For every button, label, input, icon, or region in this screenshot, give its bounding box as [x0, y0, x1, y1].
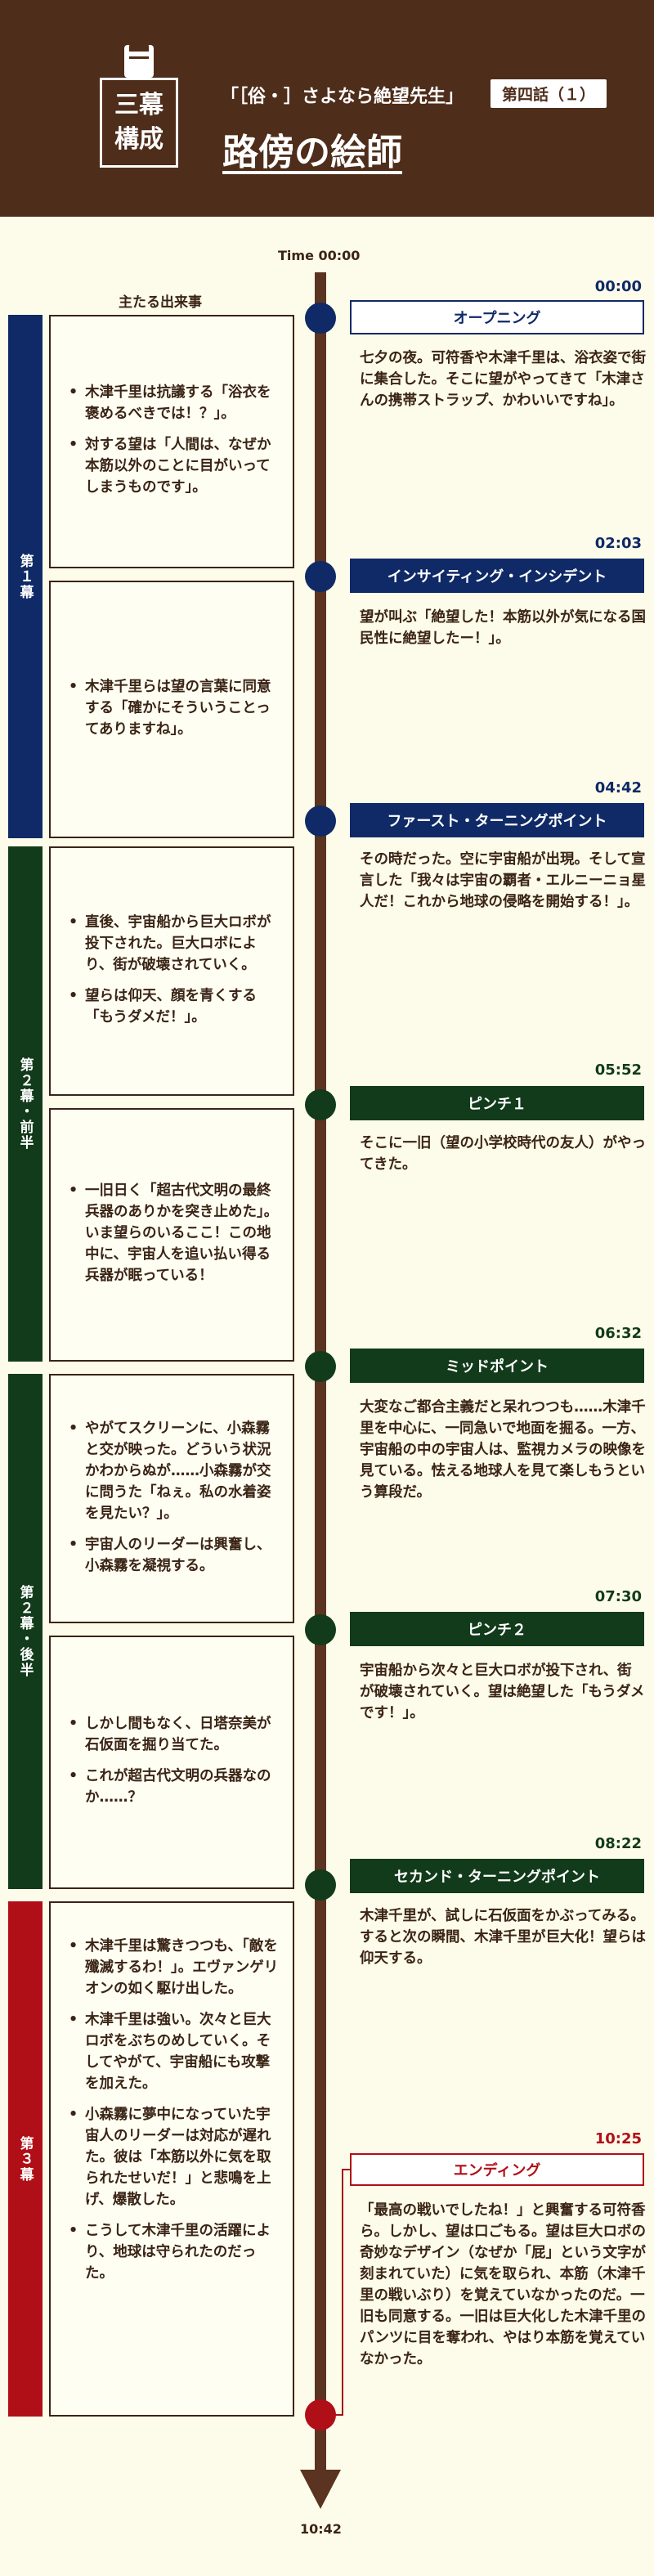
- event-item: しかし間もなく、日塔奈美が石仮面を掘り当てた。: [64, 1713, 281, 1756]
- event-item: 木津千里は驚きつつも、「敵を殲滅するわ！」。エヴァンゲリオンの如く駆け出した。: [64, 1936, 281, 1999]
- beat-description: 木津千里が、試しに石仮面をかぶってみる。すると次の瞬間、木津千里が巨大化！望らは…: [360, 1908, 646, 1967]
- ending-connector-h2: [332, 2414, 343, 2416]
- event-item: 望らは仰天、顔を青くする「もうダメだ！」。: [64, 985, 281, 1028]
- event-item: 木津千里は強い。次々と巨大ロボをぶちのめしていく。そしてやがて、宇宙船にも攻撃を…: [64, 2009, 281, 2094]
- event-item: これが超古代文明の兵器なのか……？: [64, 1766, 281, 1808]
- beat-time: 10:25: [594, 2130, 642, 2147]
- timeline-dot: [305, 1614, 336, 1645]
- beat-label-inciting-incident: インサイティング・インシデント: [350, 559, 644, 593]
- beat-description: 望が叫ぶ「絶望した！本筋以外が気になる国民性に絶望したー！」。: [360, 609, 646, 647]
- timeline-dot: [305, 303, 336, 334]
- event-item: 宇宙人のリーダーは興奮し、小森霧を凝視する。: [64, 1534, 281, 1577]
- beat-label-ending: エンディング: [350, 2153, 644, 2186]
- logo-line-2: 構成: [114, 125, 164, 154]
- ending-connector-h1: [342, 2169, 352, 2170]
- episode-badge: 第四話（１）: [490, 79, 607, 108]
- act-2a-bar: 第２幕・前半: [8, 846, 43, 1362]
- event-box-2: 木津千里らは望の言葉に同意する「確かにそういうことってありますね」。: [49, 581, 294, 838]
- beat-label-midpoint: ミッドポイント: [350, 1349, 644, 1383]
- timeline-start-label: Time 00:00: [278, 248, 361, 263]
- timeline-dot: [305, 1869, 336, 1901]
- timeline-dot: [305, 2399, 336, 2430]
- episode-subtitle: 路傍の絵師: [222, 132, 402, 173]
- event-box-6: しかし間もなく、日塔奈美が石仮面を掘り当てた。 これが超古代文明の兵器なのか………: [49, 1636, 294, 1889]
- event-item: 小森霧に夢中になっていた宇宙人のリーダーは対応が遅れた。彼は「本筋以外に気を取ら…: [64, 2104, 281, 2210]
- beat-time: 07:30: [594, 1588, 642, 1605]
- beat-label-first-turning-point: ファースト・ターニングポイント: [350, 803, 644, 837]
- timeline-end-label: 10:42: [300, 2521, 342, 2537]
- beat-time: 02:03: [594, 535, 642, 552]
- event-box-4: 一旧日く「超古代文明の最終兵器のありかを突き止めた」。いま望らのいるここ！この地…: [49, 1108, 294, 1362]
- beat-description: 「最高の戦いでしたね！」と興奮する可符香ら。しかし、望は口ごもる。望は巨大ロボの…: [360, 2202, 646, 2367]
- sensei-face-icon: [124, 42, 154, 78]
- timeline-dot: [305, 1351, 336, 1382]
- header-banner: 三幕 構成 「［俗・］さよなら絶望先生」 第四話（１） 路傍の絵師: [0, 0, 654, 217]
- beat-description: そこに一旧（望の小学校時代の友人）がやってきた。: [360, 1135, 646, 1173]
- beat-description: 七夕の夜。可符香や木津千里は、浴衣姿で街に集合した。そこに望がやってきて「木津さ…: [360, 350, 646, 409]
- beat-label-second-turning-point: セカンド・ターニングポイント: [350, 1859, 644, 1893]
- event-item: 直後、宇宙船から巨大ロボが投下された。巨大ロボにより、街が破壊されていく。: [64, 912, 281, 976]
- timeline-dot: [305, 561, 336, 592]
- event-item: 対する望は「人間は、なぜか本筋以外のことに目がいってしまうものです」。: [64, 434, 281, 498]
- event-item: こうして木津千里の活躍により、地球は守られたのだった。: [64, 2220, 281, 2284]
- beat-time: 08:22: [594, 1835, 642, 1852]
- beat-description: 宇宙船から次々と巨大ロボが投下され、街が破壊されていく。望は絶望した「もうダメで…: [360, 1663, 645, 1721]
- event-box-5: やがてスクリーンに、小森霧と交が映った。どういう状況かわからぬが……小森霧が交に…: [49, 1374, 294, 1623]
- beat-description: その時だった。空に宇宙船が出現。そして宣言した「我々は宇宙の覇者・エルニーニョ星…: [360, 851, 646, 910]
- series-title: 「［俗・］さよなら絶望先生」: [221, 87, 464, 107]
- beat-time: 06:32: [594, 1325, 642, 1342]
- act-3-bar: 第３幕: [8, 1901, 43, 2417]
- timeline-dot: [305, 806, 336, 837]
- event-box-7: 木津千里は驚きつつも、「敵を殲滅するわ！」。エヴァンゲリオンの如く駆け出した。 …: [49, 1901, 294, 2417]
- beat-time: 05:52: [594, 1061, 642, 1079]
- ending-connector-v: [342, 2169, 343, 2414]
- event-item: 一旧日く「超古代文明の最終兵器のありかを突き止めた」。いま望らのいるここ！この地…: [64, 1180, 281, 1286]
- events-header: 主たる出来事: [119, 294, 202, 311]
- sensei-logo: 三幕 構成: [100, 42, 178, 168]
- event-box-1: 木津千里は抗議する「浴衣を褒めるべきでは！？」。 対する望は「人間は、なぜか本筋…: [49, 315, 294, 568]
- beat-time: 00:00: [594, 278, 642, 295]
- event-item: 木津千里は抗議する「浴衣を褒めるべきでは！？」。: [64, 382, 281, 424]
- logo-line-1: 三幕: [114, 91, 164, 119]
- act-1-bar: 第１幕: [8, 315, 43, 838]
- beat-description: 大変なご都合主義だと呆れつつも……木津千里を中心に、一同急いで地面を掘る。一方、…: [360, 1399, 646, 1501]
- event-item: やがてスクリーンに、小森霧と交が映った。どういう状況かわからぬが……小森霧が交に…: [64, 1418, 281, 1524]
- beat-label-pinch-2: ピンチ２: [350, 1612, 644, 1646]
- event-box-3: 直後、宇宙船から巨大ロボが投下された。巨大ロボにより、街が破壊されていく。 望ら…: [49, 846, 294, 1096]
- three-act-badge: 三幕 構成: [100, 78, 178, 168]
- act-2b-bar: 第２幕・後半: [8, 1374, 43, 1889]
- event-item: 木津千里らは望の言葉に同意する「確かにそういうことってありますね」。: [64, 676, 281, 740]
- beat-label-opening: オープニング: [350, 300, 644, 334]
- timeline-dot: [305, 1089, 336, 1120]
- beat-time: 04:42: [594, 779, 642, 797]
- timeline-arrow-icon: [300, 2470, 341, 2509]
- beat-label-pinch-1: ピンチ１: [350, 1086, 644, 1120]
